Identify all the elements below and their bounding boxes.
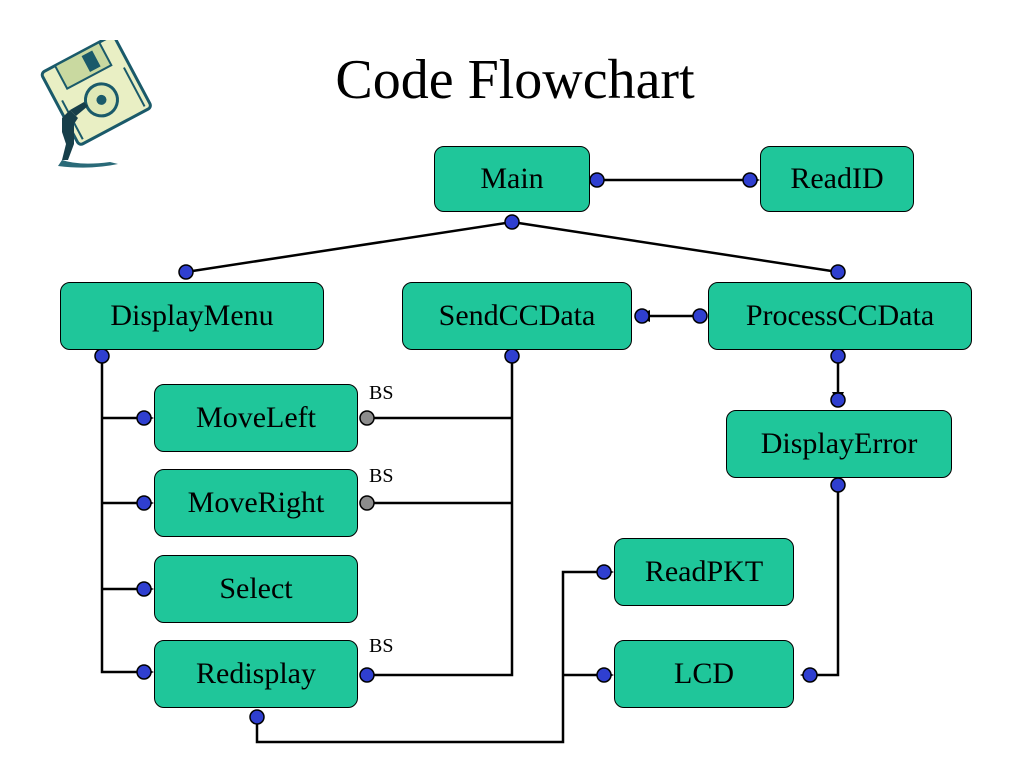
node-processccdata: ProcessCCData (708, 282, 972, 350)
connector-dot (136, 410, 152, 426)
node-moveleft: MoveLeft (154, 384, 358, 452)
node-readpkt: ReadPKT (614, 538, 794, 606)
bs-label-moveleft: BS (369, 382, 394, 404)
connector-dot (589, 172, 605, 188)
connector-dot (249, 709, 265, 725)
bs-label-moveright: BS (369, 465, 394, 487)
connector-dot-gray (359, 410, 375, 426)
node-sendccdata: SendCCData (402, 282, 632, 350)
connector-dot (830, 348, 846, 364)
connector-dot (359, 667, 375, 683)
connector-dot (596, 564, 612, 580)
node-select: Select (154, 555, 358, 623)
connector-dot (830, 477, 846, 493)
connector-dot (742, 172, 758, 188)
connector-dot (596, 667, 612, 683)
connector-dot (136, 495, 152, 511)
node-main: Main (434, 146, 590, 212)
page-title: Code Flowchart (335, 49, 695, 111)
connector-dot (178, 264, 194, 280)
connector-dot (634, 308, 650, 324)
connector-dot (830, 392, 846, 408)
connector-dot (136, 664, 152, 680)
node-displaymenu: DisplayMenu (60, 282, 324, 350)
connector-dot (830, 264, 846, 280)
node-lcd: LCD (614, 640, 794, 708)
connector-dot (802, 667, 818, 683)
node-displayerror: DisplayError (726, 410, 952, 478)
connector-dot (504, 348, 520, 364)
connector-dot (94, 348, 110, 364)
connector-dot (136, 581, 152, 597)
node-readid: ReadID (760, 146, 914, 212)
connector-dot (504, 214, 520, 230)
floppy-disk-carrier-clipart (40, 40, 152, 168)
connector-dot (692, 308, 708, 324)
node-moveright: MoveRight (154, 469, 358, 537)
connector-dot-gray (359, 495, 375, 511)
node-redisplay: Redisplay (154, 640, 358, 708)
bs-label-redisplay: BS (369, 635, 394, 657)
